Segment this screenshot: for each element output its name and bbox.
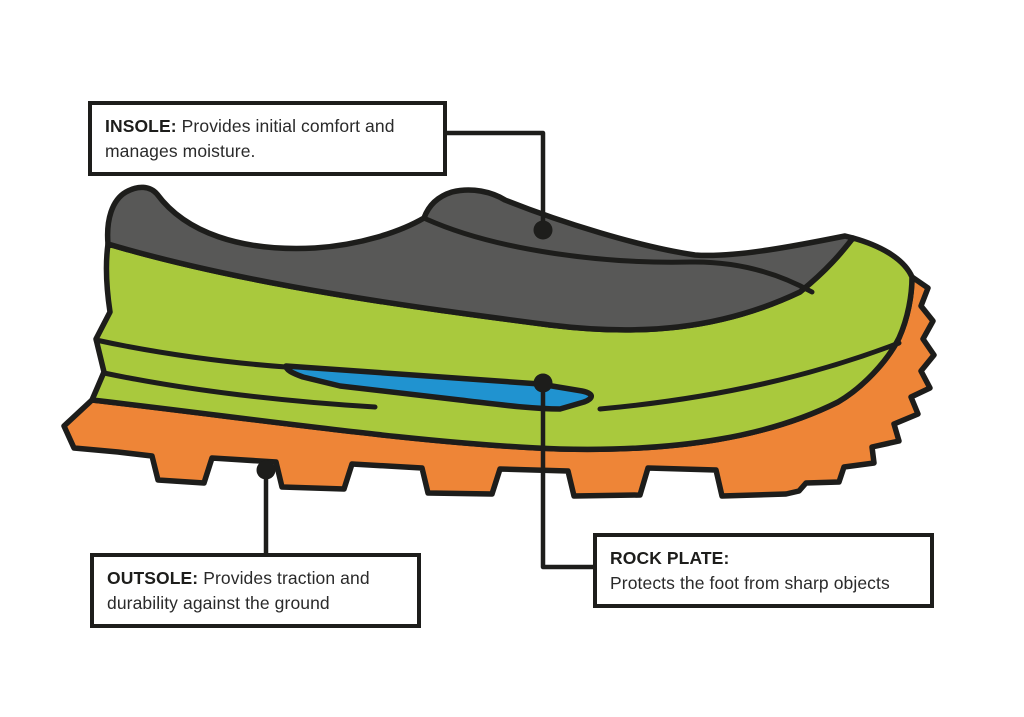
rock-plate-shape [283, 363, 594, 412]
midsole-seam-line [101, 370, 378, 410]
insole-callout-dot [533, 220, 553, 240]
rock-plate-leader-line [540, 380, 596, 570]
insole-label-box: INSOLE: Provides initial comfort and man… [88, 101, 447, 176]
outsole-callout-dot [256, 460, 276, 480]
rock-plate-label-term: ROCK PLATE: [610, 548, 730, 568]
rock-plate-callout-dot [533, 373, 553, 393]
vamp-seam-line [423, 216, 815, 295]
outsole-label-box: OUTSOLE: Provides traction and durabilit… [90, 553, 421, 628]
rock-plate-label-box: ROCK PLATE: Protects the foot from sharp… [593, 533, 934, 608]
insole-leader-line [444, 130, 546, 233]
outsole-label-description: Provides traction and durability against… [107, 568, 370, 613]
rock-plate-label-description: Protects the foot from sharp objects [610, 573, 890, 593]
toe-cap-seam-line [93, 337, 289, 370]
insole-label-description: Provides initial comfort and manages moi… [105, 116, 395, 161]
upper-shape [104, 184, 856, 333]
outsole-label-term: OUTSOLE: [107, 568, 199, 588]
heel-seam-line [597, 340, 902, 412]
insole-label-term: INSOLE: [105, 116, 177, 136]
